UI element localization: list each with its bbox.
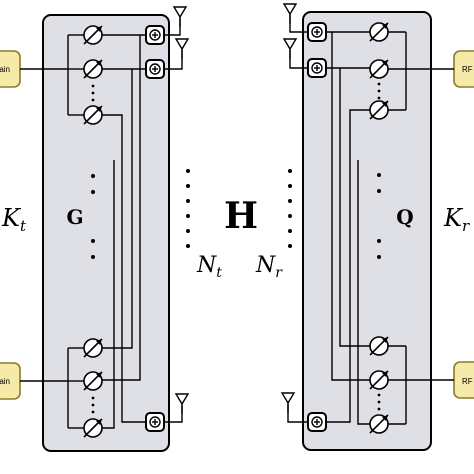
left-rf-count-label: Kt <box>1 204 27 235</box>
antenna-icon <box>175 393 189 415</box>
ellipsis-icon <box>91 84 95 414</box>
rf-chain-label: RF chain <box>0 377 10 386</box>
phase-shifter-icon <box>369 59 389 79</box>
antenna-icon <box>281 392 295 414</box>
right-matrix-label: Q <box>396 205 413 229</box>
combiner-icon <box>307 22 327 42</box>
ellipsis-icon <box>377 173 381 259</box>
combiner-icon <box>307 412 327 432</box>
left-antenna-count-label: Nt <box>196 253 222 281</box>
phase-shifter-icon <box>83 59 103 79</box>
left-matrix-label: G <box>66 205 83 229</box>
right-antenna-count-label: Nr <box>255 253 283 281</box>
phase-shifter-icon <box>369 100 389 120</box>
ellipsis-icon <box>288 169 292 248</box>
rf-chain-label: RF chain <box>462 65 474 74</box>
antenna-icon <box>175 38 189 60</box>
right-wiring <box>287 15 454 425</box>
right-rf-count-label: Kr <box>443 204 470 235</box>
left-rf-chain-top: RF chain <box>0 50 21 88</box>
rf-chain-label: RF chain <box>0 65 10 74</box>
phase-shifter-icon <box>83 418 103 438</box>
rf-chain-label: RF chain <box>462 377 474 386</box>
left-precoder-panel <box>42 14 170 452</box>
phase-shifter-icon <box>83 371 103 391</box>
phase-shifter-icon <box>83 338 103 358</box>
right-rf-chain-bottom: RF chain <box>453 361 474 399</box>
combiner-icon <box>145 25 165 45</box>
ellipsis-icon <box>91 174 95 259</box>
left-bottom-wiring <box>20 160 115 429</box>
combiner-icon <box>307 58 327 78</box>
antenna-icon <box>283 38 297 60</box>
ellipsis-icon <box>377 82 381 411</box>
right-combiner-panel <box>302 11 432 451</box>
phase-shifter-icon <box>369 336 389 356</box>
channel-matrix-label: H <box>224 195 258 237</box>
phase-shifter-icon <box>83 25 103 45</box>
left-rf-chain-bottom: RF chain <box>0 362 21 400</box>
combiner-icon <box>145 412 165 432</box>
phase-shifter-icon <box>369 370 389 390</box>
right-rf-chain-top: RF chain <box>453 50 474 88</box>
ellipsis-icon <box>186 169 190 248</box>
antenna-icon <box>173 6 187 28</box>
phase-shifter-icon <box>83 105 103 125</box>
combiner-icon <box>145 59 165 79</box>
phase-shifter-icon <box>369 22 389 42</box>
phase-shifter-icon <box>369 414 389 434</box>
antenna-icon <box>283 3 297 25</box>
